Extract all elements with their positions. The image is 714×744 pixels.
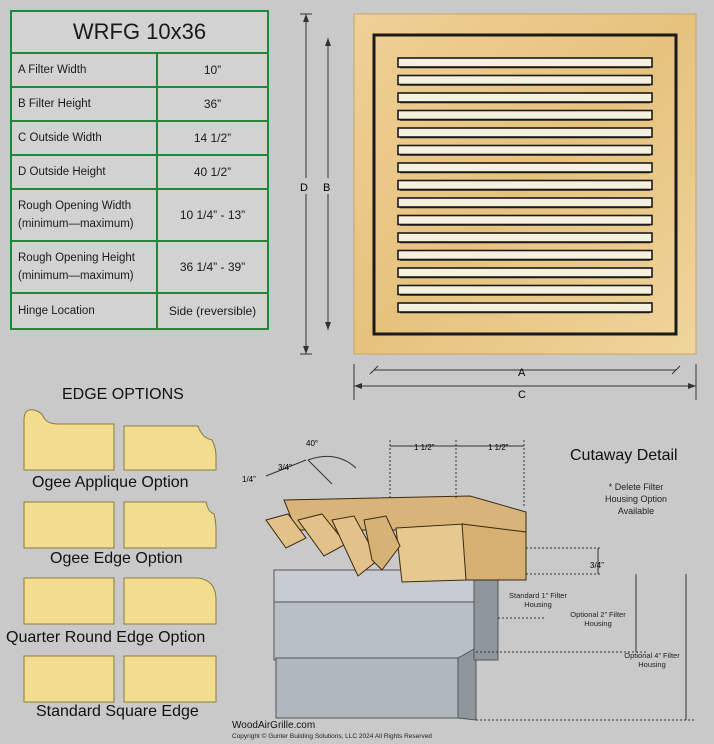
spec-value: Side (reversible) bbox=[168, 304, 257, 318]
spec-value: 36” bbox=[203, 97, 222, 111]
housing-opt2 bbox=[273, 601, 477, 661]
std-housing-label: Standard 1” Filter Housing bbox=[509, 591, 567, 609]
dim-label: 1 1/2” bbox=[414, 443, 435, 452]
spec-row: C Outside Width 14 1/2” bbox=[12, 122, 267, 156]
louver-slat bbox=[397, 214, 653, 226]
louver-slat bbox=[397, 57, 653, 68]
arrow-icon bbox=[303, 346, 309, 354]
spec-row: Rough Opening Width (minimum—maximum) 10… bbox=[12, 190, 267, 242]
dim-label: 1 1/2” bbox=[488, 443, 509, 452]
louver-slat bbox=[397, 284, 653, 296]
ogee-applique-profile bbox=[23, 409, 217, 471]
louver-slat bbox=[397, 232, 653, 243]
ogee-edge-profile bbox=[23, 501, 217, 549]
footer-site: WoodAirGrille.com bbox=[232, 720, 316, 731]
spec-row: A Filter Width 10” bbox=[12, 54, 267, 88]
spec-label: Rough Opening Width (minimum—maximum) bbox=[12, 190, 158, 240]
option-label: Ogee Applique Option bbox=[32, 474, 189, 491]
spec-value: 36 1/4” - 39” bbox=[179, 260, 246, 274]
dim-c-label: C bbox=[518, 389, 526, 401]
opt2-housing-label: Optional 2” Filter Housing bbox=[570, 610, 626, 628]
label-bg bbox=[298, 178, 314, 194]
dim-d-label: D bbox=[300, 182, 308, 194]
option-label: Ogee Edge Option bbox=[50, 550, 183, 567]
arrow-icon bbox=[354, 383, 362, 389]
option-label: Standard Square Edge bbox=[36, 703, 199, 720]
spec-row: Rough Opening Height (minimum—maximum) 3… bbox=[12, 242, 267, 294]
dim-tick bbox=[369, 365, 379, 375]
louver-group bbox=[397, 57, 653, 314]
square-edge-profile bbox=[23, 655, 217, 703]
spec-value: 10” bbox=[203, 63, 222, 77]
cutaway-drawing: 40° 1 1/2” 1 1/2” 3/4” 1/4” 3/4” bbox=[242, 439, 696, 721]
spec-label: A Filter Width bbox=[12, 54, 158, 86]
dim-a-label: A bbox=[518, 367, 526, 379]
option-label: Quarter Round Edge Option bbox=[6, 629, 206, 646]
louver-slat bbox=[397, 249, 653, 261]
grille-inner-border bbox=[372, 33, 678, 336]
quarter-round-profile bbox=[23, 577, 217, 625]
spec-label: D Outside Height bbox=[12, 156, 158, 188]
spec-label: Hinge Location bbox=[12, 294, 158, 328]
dim-b-label: B bbox=[323, 182, 330, 194]
spec-label: Rough Opening Height (minimum—maximum) bbox=[12, 242, 158, 292]
grille-drawing: D B A C bbox=[298, 13, 697, 401]
louver-slat bbox=[397, 197, 653, 208]
spec-title: WRFG 10x36 bbox=[12, 12, 267, 54]
spec-table: WRFG 10x36 A Filter Width 10” B Filter H… bbox=[10, 10, 269, 330]
spec-row: D Outside Height 40 1/2” bbox=[12, 156, 267, 190]
cutaway-louver bbox=[265, 513, 307, 549]
label-bg bbox=[321, 178, 337, 194]
arrow-icon bbox=[325, 322, 331, 330]
housing-side bbox=[457, 647, 477, 721]
dim-label: 1/4” bbox=[242, 475, 256, 484]
spec-row: Hinge Location Side (reversible) bbox=[12, 294, 267, 328]
housing-opt4 bbox=[275, 657, 459, 719]
spec-value: 10 1/4” - 13” bbox=[179, 208, 246, 222]
louver-slat bbox=[397, 92, 653, 103]
wood-block bbox=[461, 523, 527, 581]
angle-label: 40° bbox=[306, 439, 318, 448]
angle-leg bbox=[307, 459, 333, 485]
wood-block bbox=[395, 523, 467, 583]
angle-arc bbox=[307, 455, 357, 469]
dim-line bbox=[265, 459, 307, 477]
louver-slat bbox=[397, 179, 653, 191]
louver-slat bbox=[397, 74, 653, 86]
dim-tick bbox=[671, 365, 681, 375]
cutaway-note: * Delete Filter Housing Option Available bbox=[604, 482, 668, 516]
dim-label: 3/4” bbox=[278, 463, 292, 472]
arrow-icon bbox=[688, 383, 696, 389]
spec-label: C Outside Width bbox=[12, 122, 158, 154]
cutaway-louver bbox=[363, 515, 401, 571]
spec-value: 14 1/2” bbox=[193, 131, 232, 145]
louver-slat bbox=[397, 162, 653, 173]
opt4-housing-label: Optional 4” Filter Housing bbox=[624, 651, 680, 669]
louver-slat bbox=[397, 109, 653, 121]
cutaway-title: Cutaway Detail bbox=[570, 447, 678, 464]
dim-label: 3/4” bbox=[590, 561, 604, 570]
louver-slat bbox=[397, 127, 653, 138]
footer-copyright: Copyright © Gunter Building Solutions, L… bbox=[232, 733, 432, 740]
louver-slat bbox=[397, 302, 653, 313]
edge-options-title: EDGE OPTIONS bbox=[62, 386, 184, 403]
arrow-icon bbox=[303, 14, 309, 22]
spec-value: 40 1/2” bbox=[193, 165, 232, 179]
spec-label: B Filter Height bbox=[12, 88, 158, 120]
louver-slat bbox=[397, 267, 653, 278]
arrow-icon bbox=[325, 38, 331, 46]
louver-slat bbox=[397, 144, 653, 156]
spec-row: B Filter Height 36” bbox=[12, 88, 267, 122]
